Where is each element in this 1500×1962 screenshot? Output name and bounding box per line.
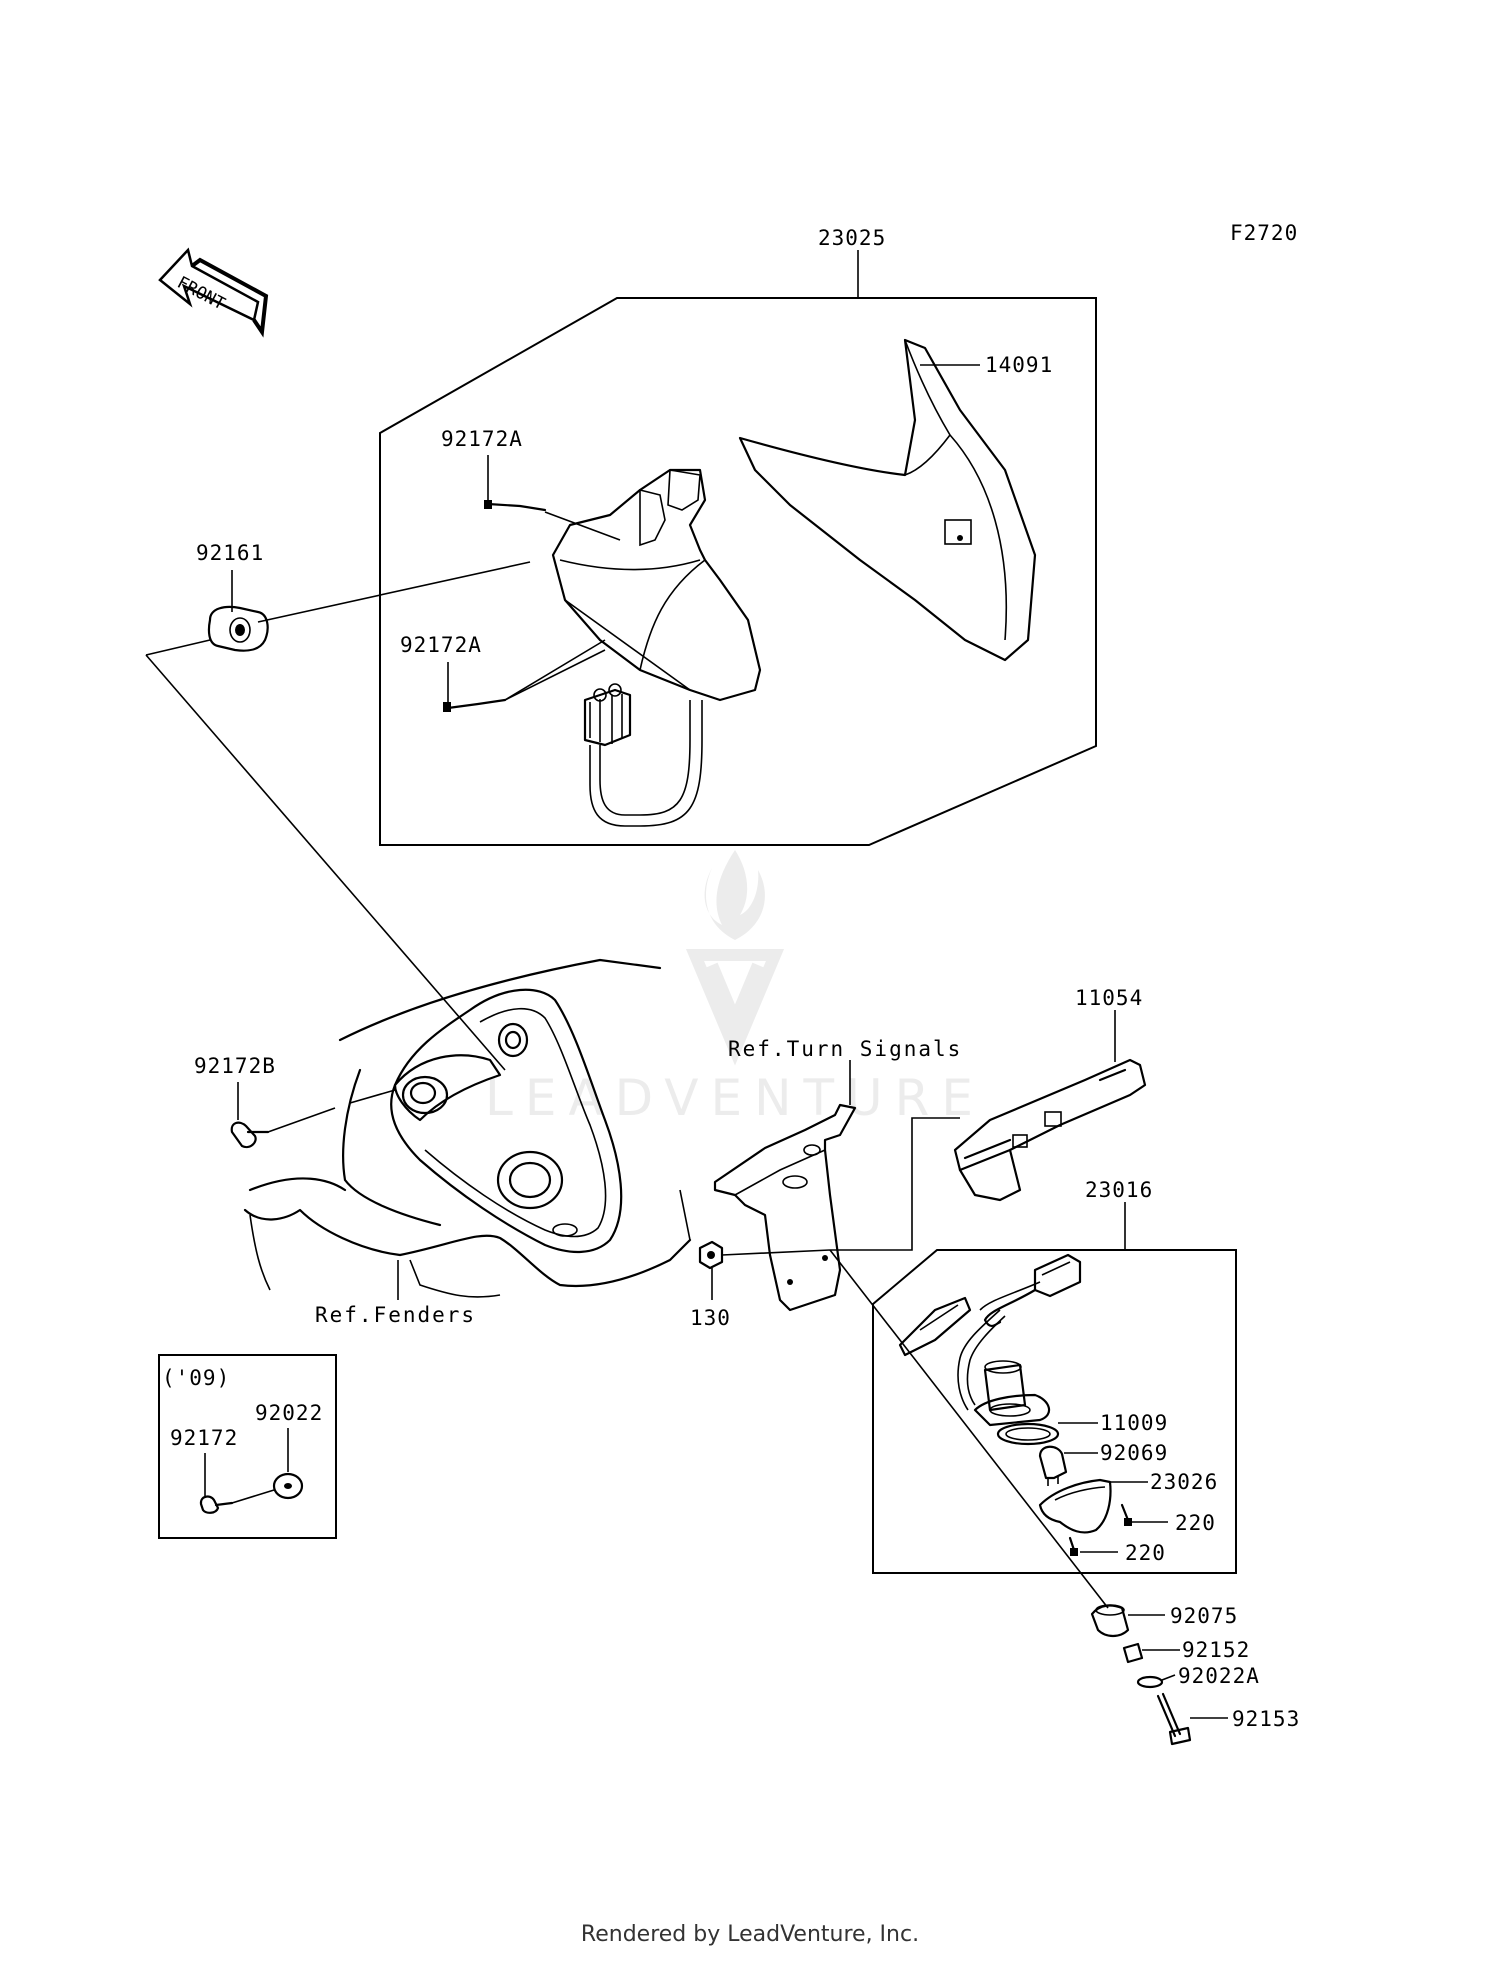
grommet-92161 bbox=[207, 605, 269, 652]
year-note: ('09) bbox=[162, 1366, 230, 1390]
collar-92152 bbox=[1122, 1642, 1144, 1664]
watermark-text: LEADVENTURE bbox=[485, 1069, 985, 1127]
label-220-a: 220 bbox=[1175, 1511, 1216, 1535]
bolt-92172B bbox=[230, 1121, 270, 1149]
label-92161: 92161 bbox=[196, 541, 264, 565]
bolt-92153 bbox=[1156, 1692, 1192, 1746]
ref-turn-signals: Ref.Turn Signals bbox=[728, 1037, 962, 1061]
washer-92022 bbox=[272, 1472, 304, 1500]
label-92069: 92069 bbox=[1100, 1441, 1168, 1465]
figure-code: F2720 bbox=[1230, 221, 1298, 245]
footer-credit: Rendered by LeadVenture, Inc. bbox=[580, 1922, 920, 1947]
label-92152: 92152 bbox=[1182, 1638, 1250, 1662]
label-11054: 11054 bbox=[1075, 986, 1143, 1010]
gasket-11009 bbox=[996, 1422, 1060, 1446]
label-92172: 92172 bbox=[170, 1426, 238, 1450]
label-23026: 23026 bbox=[1150, 1470, 1218, 1494]
bolt-92172 bbox=[199, 1495, 234, 1514]
license-light-assembly-box bbox=[872, 1202, 1237, 1574]
tail-light-unit bbox=[551, 468, 762, 827]
label-92022: 92022 bbox=[255, 1401, 323, 1425]
bolt-92172A-bottom bbox=[443, 698, 507, 712]
label-92172B: 92172B bbox=[194, 1054, 276, 1078]
lens-cover-14091 bbox=[738, 338, 1037, 662]
bulb-92069 bbox=[1038, 1445, 1068, 1486]
turn-signal-bracket bbox=[713, 1103, 857, 1312]
label-92022A: 92022A bbox=[1178, 1664, 1260, 1688]
label-130: 130 bbox=[690, 1306, 731, 1330]
year-09-box bbox=[158, 1354, 337, 1539]
grommet-92075 bbox=[1090, 1604, 1130, 1638]
rear-fender-ref bbox=[243, 958, 692, 1298]
label-220-b: 220 bbox=[1125, 1541, 1166, 1565]
label-92172A-bottom: 92172A bbox=[400, 633, 482, 657]
screw-220-a bbox=[1120, 1503, 1132, 1526]
bolt-92172A-top bbox=[484, 500, 547, 512]
label-92075: 92075 bbox=[1170, 1604, 1238, 1628]
label-11009: 11009 bbox=[1100, 1411, 1168, 1435]
washer-92022A bbox=[1136, 1675, 1164, 1689]
watermark: LEADVENTURE bbox=[485, 850, 985, 1127]
nut-130 bbox=[698, 1240, 724, 1270]
license-light-socket bbox=[898, 1253, 1082, 1427]
label-14091: 14091 bbox=[985, 353, 1053, 377]
label-92153: 92153 bbox=[1232, 1707, 1300, 1731]
lens-23026 bbox=[1038, 1478, 1112, 1534]
label-23025: 23025 bbox=[818, 226, 886, 250]
screw-220-b bbox=[1068, 1536, 1078, 1556]
label-92172A-top: 92172A bbox=[441, 427, 523, 451]
front-arrow-icon: FRONT bbox=[158, 247, 269, 338]
plate-bracket-11054 bbox=[953, 1058, 1147, 1202]
tail-light-assembly-box bbox=[379, 250, 1097, 846]
label-23016: 23016 bbox=[1085, 1178, 1153, 1202]
ref-fenders: Ref.Fenders bbox=[315, 1303, 476, 1327]
